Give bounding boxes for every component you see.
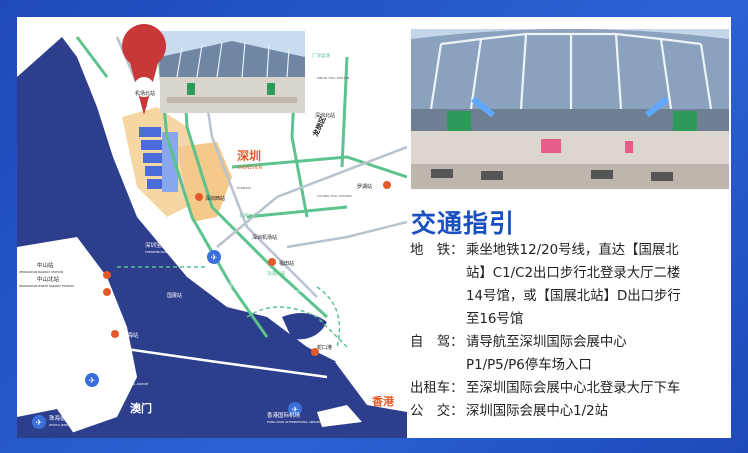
info-text: 14号馆，或【国展北站】D出口步行 bbox=[466, 289, 681, 304]
exhibition-location-pin bbox=[122, 24, 166, 115]
airport-label-mo: 澳门国际机场 bbox=[102, 373, 136, 381]
airport-label-sz-en: SHENZHEN BAO'AN INTERNATIONAL AIRPORT bbox=[145, 250, 209, 254]
info-text: 请导航至深圳国际会展中心 bbox=[466, 335, 627, 350]
station-luohu: 罗湖站 bbox=[357, 183, 372, 190]
station-guozhan: 国展站 bbox=[167, 292, 182, 299]
airport-label-zh-en: ZHUHAI JINWAN AIRPORT bbox=[49, 423, 84, 427]
info-text: P1/P5/P6停车场入口 bbox=[466, 358, 592, 373]
city-label-shenzhen-en: SHENZHEN bbox=[237, 165, 262, 171]
hzm-bridge bbox=[111, 345, 328, 379]
transport-map: ✈ ✈ ✈ ✈ 深圳 SHENZHEN 珠海 澳门 香港 深圳宝安国际机场 SH… bbox=[17, 17, 407, 438]
exit-sign-left bbox=[447, 111, 471, 131]
station-zhuhai: 珠海站 bbox=[122, 331, 139, 339]
hz-label: HUIZHOU bbox=[237, 186, 251, 190]
exhibition-photo bbox=[411, 29, 729, 189]
airport-label-hk: 香港国际机场 bbox=[267, 411, 301, 419]
arrow-right-icon bbox=[645, 96, 669, 118]
road-beihuan: 北环大道 bbox=[239, 212, 257, 219]
station-zsnorth-en: ZHONGSHAN NORTH RAILWAY STATION bbox=[19, 284, 74, 288]
section-title: 交通指引 bbox=[411, 209, 516, 238]
info-label: 公 交： bbox=[410, 404, 464, 419]
station-zsrail: 中山站 bbox=[37, 261, 54, 269]
svg-text:✈: ✈ bbox=[292, 405, 299, 414]
info-row: 出租车：至深圳国际会展中心北登录大厅下车 bbox=[410, 377, 728, 400]
info-row: 自 驾：请导航至深圳国际会展中心 bbox=[410, 331, 728, 354]
info-row: 站】C1/C2出口步行北登录大厅二楼 bbox=[410, 262, 728, 285]
exit-sign-right bbox=[673, 111, 697, 131]
info-row: 地 铁：乘坐地铁12/20号线，直达【国展北 bbox=[410, 239, 728, 262]
airport-label-hk-en: HONG KONG INTERNATIONAL AIRPORT bbox=[267, 420, 321, 424]
map-photo-inset bbox=[160, 31, 305, 113]
road-binhai: 滨海大道 bbox=[267, 270, 285, 277]
info-row: P1/P5/P6停车场入口 bbox=[410, 354, 728, 377]
station-jichangbei: 机场北站 bbox=[135, 90, 155, 97]
airport-label-sz: 深圳宝安国际机场 bbox=[145, 241, 190, 249]
airport-icons bbox=[32, 250, 302, 429]
transport-info: 地 铁：乘坐地铁12/20号线，直达【国展北站】C1/C2出口步行北登录大厅二楼… bbox=[410, 239, 728, 423]
info-text: 乘坐地铁12/20号线，直达【国展北 bbox=[466, 243, 679, 258]
airport-label-zh: 珠海金湾机场 bbox=[49, 414, 83, 422]
exhibition-center-halls bbox=[139, 127, 178, 192]
arrow-left-icon bbox=[471, 96, 495, 118]
city-label-zhuhai: 珠海 bbox=[85, 341, 107, 355]
info-text: 深圳国际会展中心1/2站 bbox=[466, 404, 609, 419]
info-text: 至16号馆 bbox=[466, 312, 524, 327]
road-guangshen: 广深高速 bbox=[312, 52, 330, 59]
info-label: 出租车： bbox=[410, 381, 464, 396]
info-row: 14号馆，或【国展北站】D出口步行 bbox=[410, 285, 728, 308]
station-markers bbox=[103, 181, 391, 356]
toll-meilin: MEILIN TOLL STATION bbox=[317, 76, 349, 80]
pier-label: FUYONG FERRY TERMINAL bbox=[272, 289, 311, 293]
station-szxi: 深圳西站 bbox=[205, 195, 225, 202]
info-label: 地 铁： bbox=[410, 243, 464, 258]
info-row: 至16号馆 bbox=[410, 308, 728, 331]
info-label: 自 驾： bbox=[410, 335, 464, 350]
city-label-hk: 香港 bbox=[371, 394, 395, 408]
content-card: ✈ ✈ ✈ ✈ 深圳 SHENZHEN 珠海 澳门 香港 深圳宝安国际机场 SH… bbox=[17, 17, 731, 438]
station-zsnorth: 中山北站 bbox=[37, 275, 60, 283]
svg-text:✈: ✈ bbox=[36, 418, 43, 427]
city-label-shenzhen: 深圳 bbox=[237, 148, 261, 163]
station-shekou: 蛇口港 bbox=[317, 344, 332, 351]
info-text: 至深圳国际会展中心北登录大厅下车 bbox=[466, 381, 681, 396]
station-zsrail-en: ZHONGSHAN RAILWAY STATION bbox=[19, 270, 63, 274]
station-szairport: 深圳机场站 bbox=[252, 234, 277, 241]
ferry-routes bbox=[117, 266, 348, 348]
svg-text:✈: ✈ bbox=[89, 376, 96, 385]
toll-fuyong: FUYONG TOLL STATION bbox=[317, 194, 352, 198]
station-futian: 福田站 bbox=[279, 260, 294, 267]
station-szbei: 深圳北站 bbox=[315, 112, 335, 119]
info-row: 公 交：深圳国际会展中心1/2站 bbox=[410, 400, 728, 423]
station-fuyong: 福永站 bbox=[217, 282, 232, 289]
info-text: 站】C1/C2出口步行北登录大厅二楼 bbox=[466, 266, 681, 281]
city-label-macau: 澳门 bbox=[130, 401, 152, 415]
airplane-icon: ✈ bbox=[211, 253, 218, 262]
airport-label-mo-en: MACAO INTERNATIONAL AIRPORT bbox=[102, 382, 149, 386]
